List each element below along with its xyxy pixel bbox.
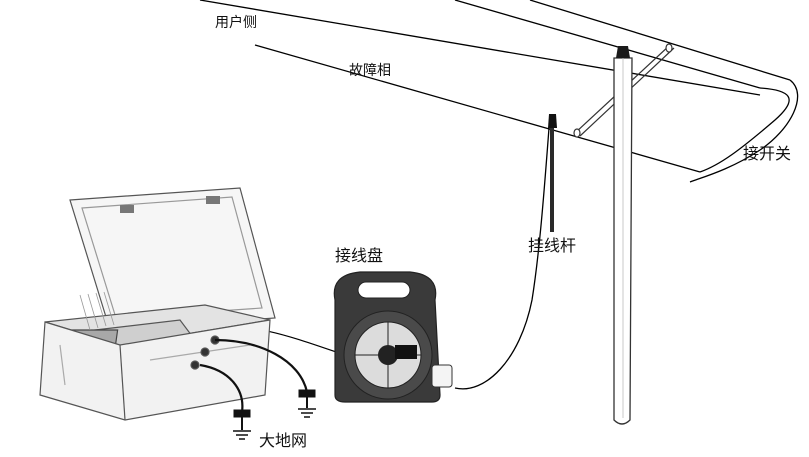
terminal-1 bbox=[200, 347, 210, 357]
overhead-line-upper bbox=[454, 0, 761, 89]
utility-pole bbox=[613, 46, 633, 425]
hook-rod bbox=[548, 114, 557, 232]
label-switch: 接开关 bbox=[743, 144, 792, 163]
overhead-line-top bbox=[199, 0, 761, 96]
label-fault-phase: 故障相 bbox=[349, 63, 391, 79]
line-end-curve-1 bbox=[699, 87, 790, 173]
cable-reel bbox=[333, 271, 453, 403]
line-end-curve-2 bbox=[689, 79, 799, 183]
overhead-lines bbox=[199, 0, 799, 183]
ground-symbol-right bbox=[298, 389, 316, 418]
test-device bbox=[39, 187, 276, 421]
lead-cable-to-hook-rod bbox=[454, 127, 550, 390]
label-cable-reel: 接线盘 bbox=[335, 246, 384, 265]
overhead-line-mid bbox=[529, 0, 791, 81]
label-ground-grid: 大地网 bbox=[259, 431, 308, 450]
label-hook-rod: 挂线杆 bbox=[528, 236, 577, 255]
device-lid bbox=[69, 187, 276, 331]
label-user-side: 用户侧 bbox=[215, 15, 257, 31]
ground-leads bbox=[199, 338, 309, 413]
terminal-3 bbox=[190, 360, 200, 370]
ground-symbol-left bbox=[233, 409, 251, 440]
overhead-line-fault-phase bbox=[254, 44, 701, 173]
